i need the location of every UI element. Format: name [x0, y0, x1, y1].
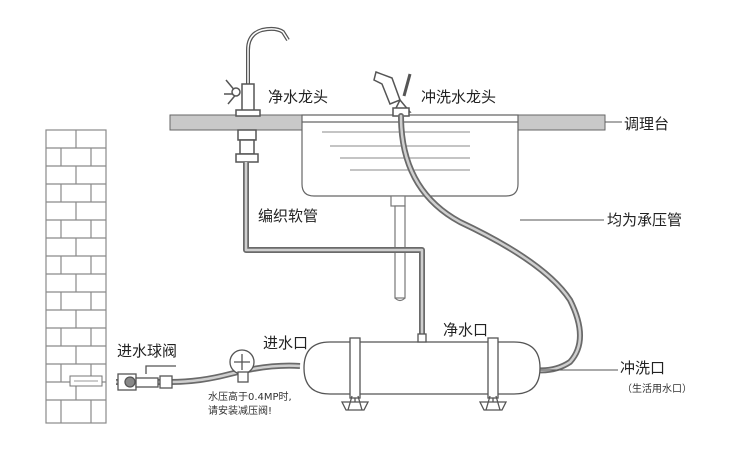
inlet-ball-valve	[117, 365, 176, 391]
label-countertop: 调理台	[624, 115, 670, 133]
label-domestic-outlet: （生活用水口）	[622, 384, 692, 395]
brick-wall	[45, 129, 107, 424]
rinse-pressure-pipe	[398, 113, 583, 374]
inlet-pipe	[116, 362, 301, 385]
label-rinse-outlet: 冲洗口	[620, 359, 666, 377]
sink-basin	[301, 114, 519, 197]
filter-tank	[303, 333, 541, 411]
label-braided-hose: 编织软管	[258, 207, 319, 225]
clean-water-faucet	[224, 26, 290, 163]
label-rinse-faucet: 冲洗水龙头	[421, 88, 497, 106]
countertop	[169, 114, 622, 131]
pressure-reducing-valve	[229, 349, 255, 383]
wall-outlet-plate	[69, 375, 103, 387]
leader-lines	[520, 219, 618, 371]
pressure-note-line-1: 水压高于0.4MP时,	[208, 392, 292, 403]
label-ball-valve: 进水球阀	[117, 342, 178, 360]
label-clean-outlet: 净水口	[443, 321, 489, 339]
braided-hose	[243, 162, 425, 338]
pressure-note-line-2: 请安装减压阀!	[208, 406, 273, 417]
rinse-faucet	[373, 71, 412, 117]
label-clean-faucet: 净水龙头	[268, 88, 329, 106]
label-pressure-pipes: 均为承压管	[607, 211, 683, 229]
label-inlet: 进水口	[263, 334, 309, 352]
